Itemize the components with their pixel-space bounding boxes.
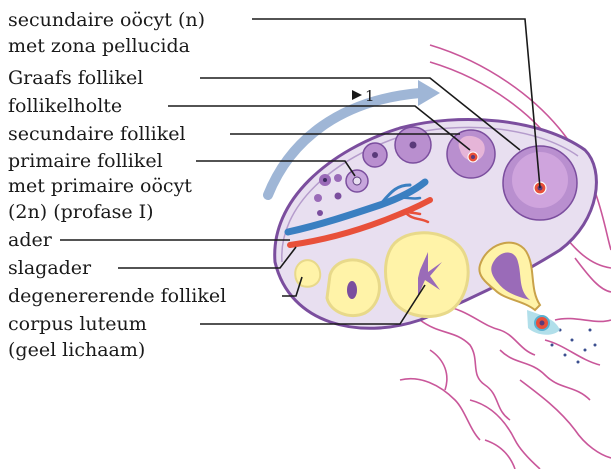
label-follicle-cavity: follikelholte <box>8 95 122 117</box>
label-artery: slagader <box>8 257 92 279</box>
oocyte-dot-icon <box>372 152 378 158</box>
primary-follicle <box>346 170 368 192</box>
label-graafian-follicle: Graafs follikel <box>8 67 143 89</box>
label-vein: ader <box>8 229 53 251</box>
labels: secundaire oöcyt (n) met zona pellucida … <box>8 9 226 361</box>
oocyte-dot-icon <box>410 142 417 149</box>
released-oocyte <box>527 310 560 335</box>
label-prophase: (2n) (profase I) <box>8 201 154 223</box>
label-secondary-follicle: secundaire follikel <box>8 123 186 145</box>
label-yellow-body: (geel lichaam) <box>8 339 145 361</box>
cycle-marker-label: 1 <box>365 87 375 105</box>
degenerating-corpus-luteum <box>327 260 379 316</box>
degenerating-follicle <box>295 260 320 287</box>
label-degenerating-follicle: degenererende follikel <box>8 285 226 307</box>
dispersed-cells <box>551 329 597 364</box>
label-secondary-oocyte: secundaire oöcyt (n) <box>8 9 205 31</box>
label-primary-follicle: primaire follikel <box>8 150 163 172</box>
label-corpus-luteum: corpus luteum <box>8 313 147 335</box>
cycle-marker-icon <box>352 90 362 100</box>
corpus-luteum <box>386 233 469 317</box>
label-zona-pellucida: met zona pellucida <box>8 35 190 57</box>
label-primary-oocyte: met primaire oöcyt <box>8 175 192 197</box>
